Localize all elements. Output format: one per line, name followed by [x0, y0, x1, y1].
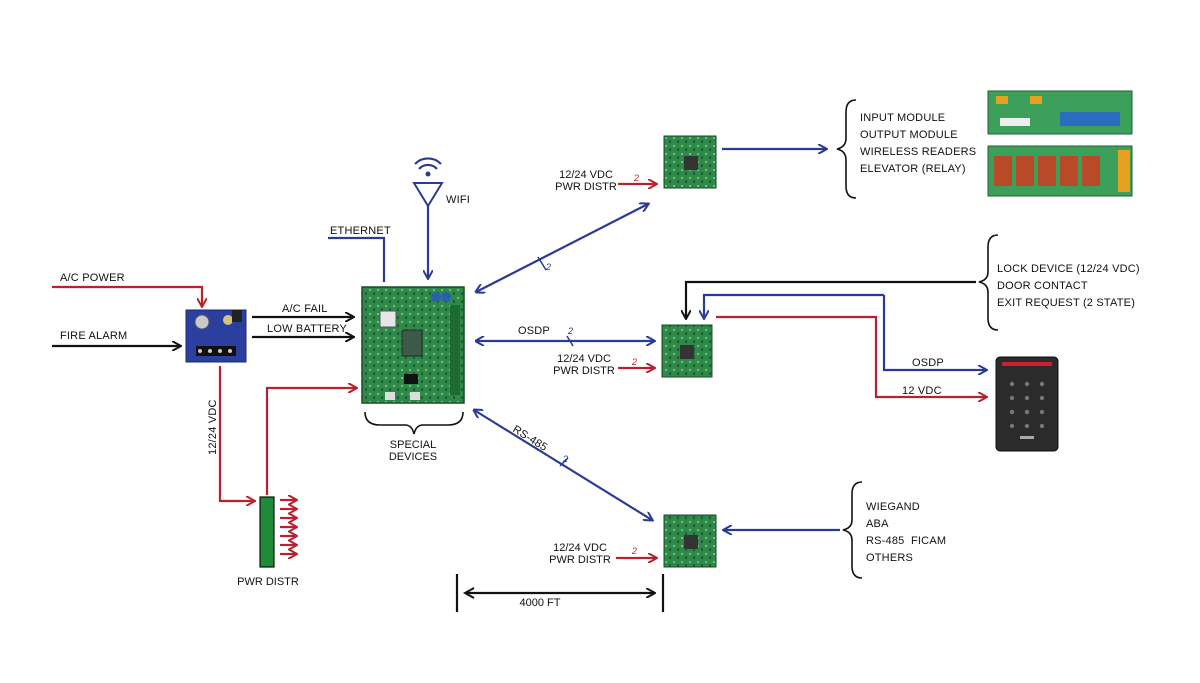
module-middle	[661, 324, 713, 378]
reader-type-3: OTHERS	[866, 552, 913, 564]
special-devices-label-line2: DEVICES	[389, 451, 437, 463]
ac-power-line	[52, 285, 202, 306]
expansion-item-3: ELEVATOR (RELAY)	[860, 163, 966, 175]
vdc12-label: 12 VDC	[902, 385, 942, 397]
expansion-item-1: OUTPUT MODULE	[860, 129, 958, 141]
reader-types-brace	[842, 481, 863, 579]
door-brace	[978, 234, 999, 331]
vdc-vertical-label: 12/24 VDC	[207, 399, 219, 455]
door-item-1: DOOR CONTACT	[997, 280, 1088, 292]
middle-pwr-line2: PWR DISTR	[553, 365, 615, 377]
ethernet-label: ETHERNET	[330, 225, 391, 237]
antenna-icon	[412, 182, 444, 208]
low-battery-label: LOW BATTERY	[267, 323, 347, 335]
door-item-2: EXIT REQUEST (2 STATE)	[997, 297, 1135, 309]
link-top-count: 2	[545, 262, 551, 272]
fire-alarm-label: FIRE ALARM	[60, 330, 127, 342]
osdp-label-left: OSDP	[518, 325, 550, 337]
expansion-brace	[836, 99, 857, 199]
card-reader-icon	[995, 356, 1059, 452]
bottom-pwr-line2: PWR DISTR	[549, 554, 611, 566]
reader-type-0: WIEGAND	[866, 501, 920, 513]
osdp-reader-line	[882, 295, 986, 370]
main-controller-board	[361, 286, 465, 404]
input-module-board	[987, 90, 1133, 135]
ac-power-label: A/C POWER	[60, 272, 125, 284]
module-bottom	[663, 514, 717, 568]
pwr-distr-feed-line	[218, 366, 254, 501]
top-pwr-line2: PWR DISTR	[555, 181, 617, 193]
rs485-link-bottom-module	[474, 410, 652, 520]
rs485-label: RS-485	[510, 423, 549, 454]
door-item-0: LOCK DEVICE (12/24 VDC)	[997, 263, 1140, 275]
ethernet-line	[328, 236, 386, 282]
middle-pwr-line1: 12/24 VDC	[557, 353, 611, 365]
link-middle-count: 2	[567, 326, 573, 336]
link-top-module	[476, 204, 648, 292]
reader-power-line	[716, 315, 986, 397]
special-devices-brace	[364, 411, 464, 435]
special-devices-label-line1: SPECIAL	[390, 439, 436, 451]
link-bottom-count: 2	[562, 454, 568, 464]
distance-label: 4000 FT	[520, 597, 561, 609]
bottom-power-count: 2	[631, 546, 637, 556]
top-pwr-line1: 12/24 VDC	[559, 169, 613, 181]
osdp-reader-return-line	[704, 293, 884, 318]
pwr-distr-label: PWR DISTR	[237, 576, 299, 588]
wifi-label: WIFI	[446, 194, 470, 206]
ac-fail-label: A/C FAIL	[282, 303, 328, 315]
power-supply-board	[185, 309, 247, 363]
top-power-count: 2	[633, 173, 639, 183]
expansion-item-2: WIRELESS READERS	[860, 146, 976, 158]
reader-type-1: ABA	[866, 518, 889, 530]
power-distribution-bar	[259, 497, 296, 568]
middle-power-count: 2	[631, 357, 637, 367]
module-top	[663, 135, 717, 189]
reader-type-2: RS-485 FICAM	[866, 535, 946, 547]
expansion-item-0: INPUT MODULE	[860, 112, 945, 124]
bottom-pwr-line1: 12/24 VDC	[553, 542, 607, 554]
osdp-label-right: OSDP	[912, 357, 944, 369]
door-signal-line	[686, 280, 976, 318]
controller-power-line	[265, 388, 356, 495]
output-module-board	[987, 145, 1133, 197]
wifi-icon	[414, 157, 442, 177]
